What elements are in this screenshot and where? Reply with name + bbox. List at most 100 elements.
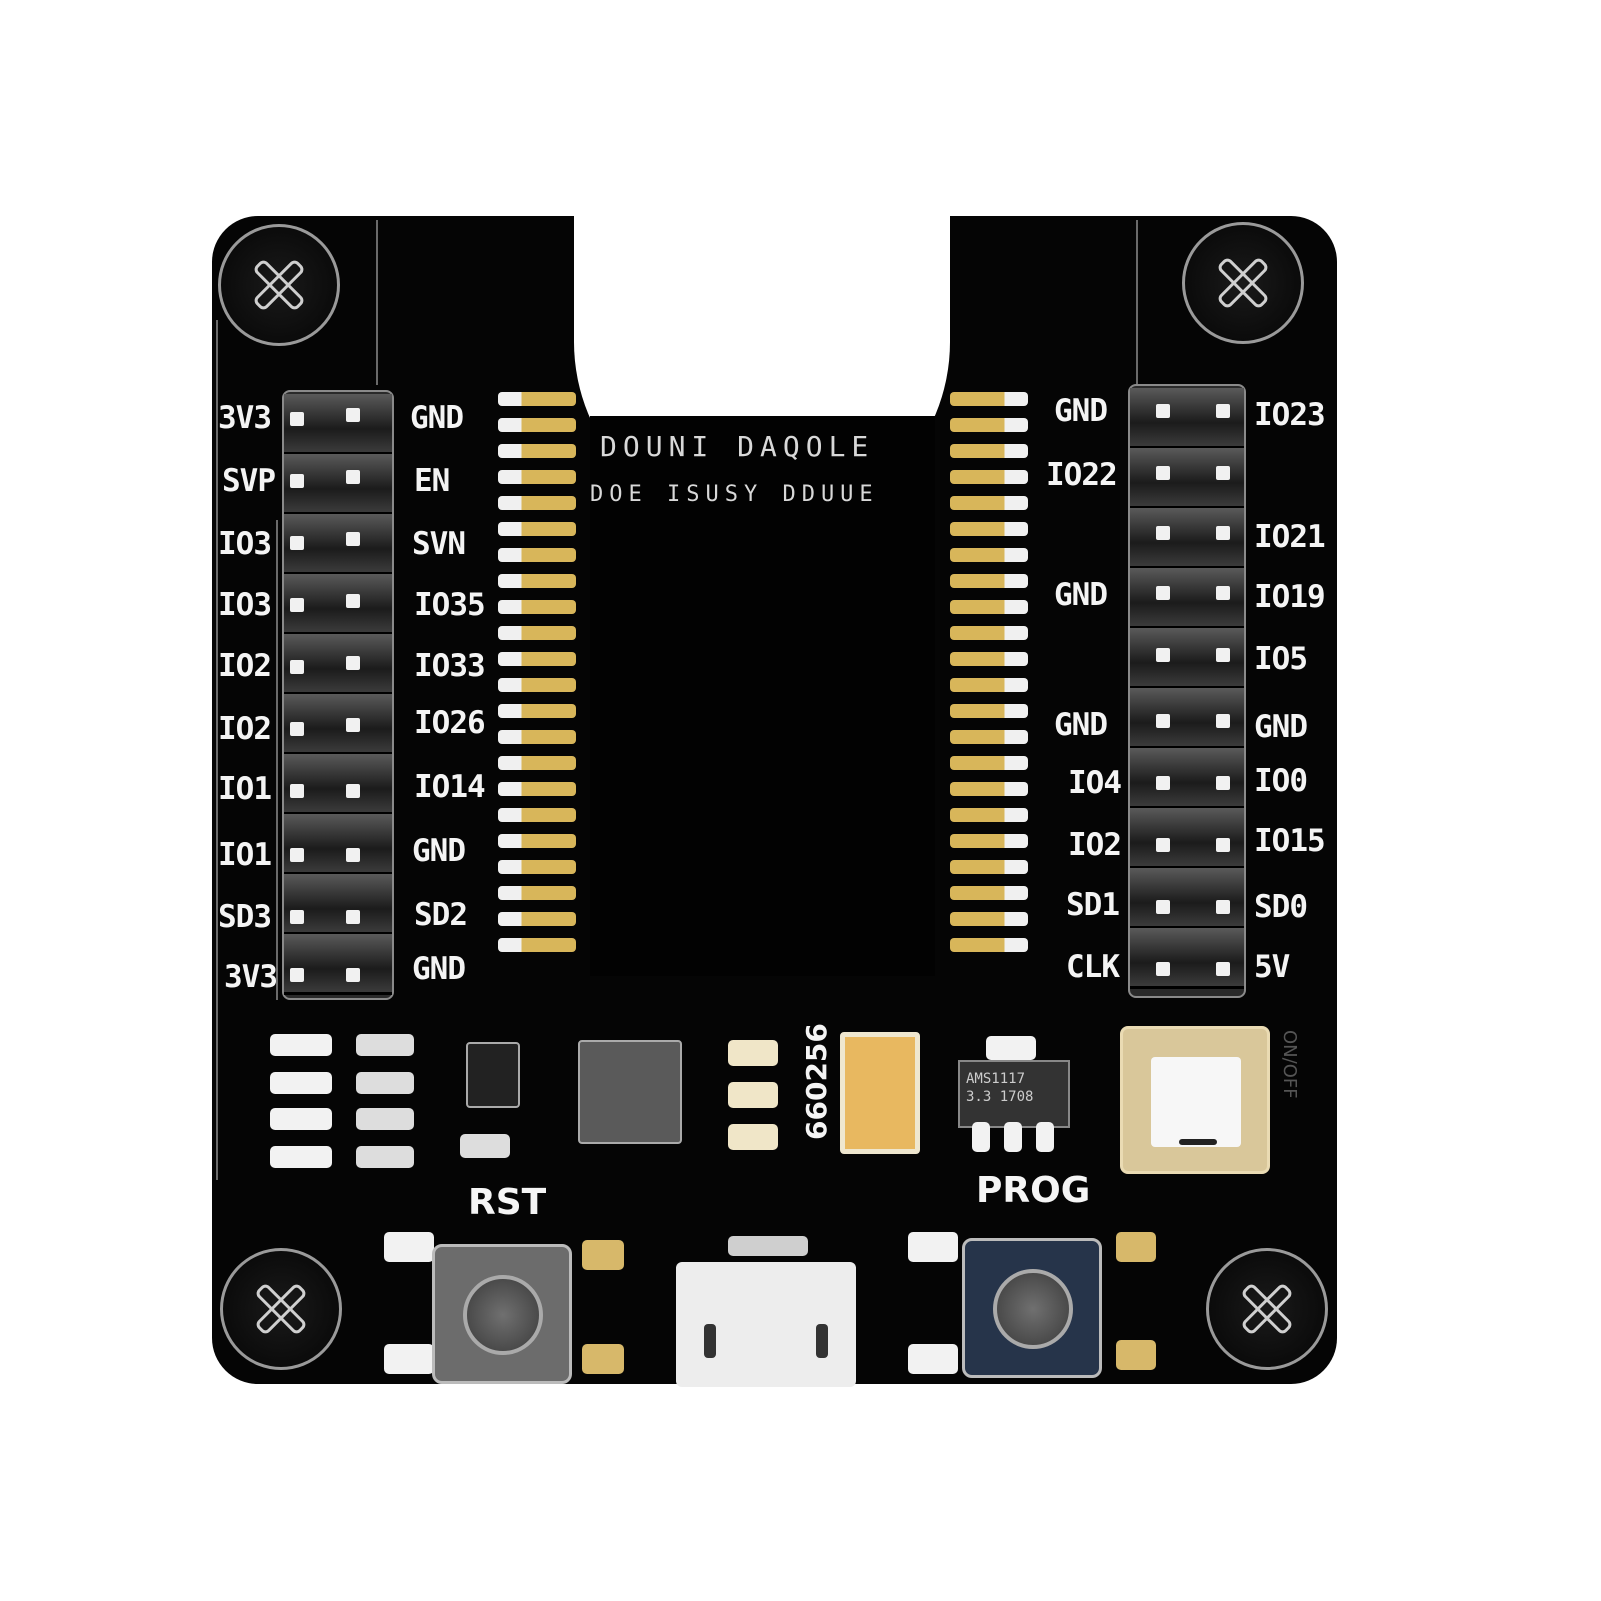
pin-label-right-outer: IO15 bbox=[1254, 823, 1326, 859]
pin-label-left-inner: EN bbox=[414, 463, 450, 499]
pin-label-right-outer: IO19 bbox=[1254, 579, 1326, 615]
switch-label: ON/OFF bbox=[1279, 1030, 1300, 1099]
program-button-cap[interactable] bbox=[993, 1269, 1073, 1349]
smd-capacitor bbox=[728, 1124, 778, 1150]
pin-label-left-inner: SD2 bbox=[414, 897, 468, 933]
pin-label-left-outer: SD3 bbox=[218, 899, 272, 935]
screw-cross-icon bbox=[239, 1267, 324, 1352]
board-notch-top bbox=[574, 150, 950, 230]
left-pin-header bbox=[282, 390, 394, 1000]
pin-label-left-outer: IO3 bbox=[218, 587, 272, 623]
pin-label-right-inner: GND bbox=[1054, 577, 1108, 613]
smd-component bbox=[460, 1134, 510, 1158]
smd-capacitor bbox=[728, 1040, 778, 1066]
button-pad bbox=[1116, 1340, 1156, 1370]
pin-label-left-inner: IO33 bbox=[414, 648, 486, 684]
program-button-label: PROG bbox=[976, 1170, 1091, 1211]
pin-label-right-outer: IO21 bbox=[1254, 519, 1326, 555]
pin-label-left-outer: 3V3 bbox=[218, 400, 272, 436]
pin-label-right-outer: SD0 bbox=[1254, 889, 1308, 925]
trace-line bbox=[216, 320, 218, 1180]
pin-label-left-outer: IO3 bbox=[218, 526, 272, 562]
pin-label-left-outer: IO2 bbox=[218, 648, 272, 684]
module-text-line1: DOUNI DAQOLE bbox=[600, 430, 875, 463]
screw-cross-icon bbox=[237, 243, 322, 328]
small-ic bbox=[466, 1042, 520, 1108]
pin-label-left-inner: IO14 bbox=[414, 769, 486, 805]
usb-pins bbox=[728, 1236, 808, 1256]
mounting-screw-top-left bbox=[218, 224, 340, 346]
button-pad bbox=[582, 1240, 624, 1270]
screw-cross-icon bbox=[1225, 1267, 1310, 1352]
screw-cross-icon bbox=[1201, 241, 1286, 326]
pin-label-right-inner: SD1 bbox=[1066, 887, 1120, 923]
pin-label-right-outer: IO5 bbox=[1254, 641, 1308, 677]
pogo-pins-right bbox=[950, 392, 1028, 964]
pin-label-right-inner: IO4 bbox=[1068, 765, 1122, 801]
pin-label-right-inner: GND bbox=[1054, 393, 1108, 429]
usb-uart-chip bbox=[578, 1040, 682, 1144]
smd-component bbox=[356, 1108, 414, 1130]
regulator-marking-1: AMS1117 bbox=[966, 1071, 1026, 1087]
trace-line bbox=[1136, 220, 1138, 385]
power-switch-knob[interactable] bbox=[1151, 1057, 1241, 1147]
pin-label-right-inner: IO2 bbox=[1068, 827, 1122, 863]
pin-label-left-inner: GND bbox=[410, 400, 464, 436]
pin-label-right-outer: GND bbox=[1254, 709, 1308, 745]
button-pad bbox=[1116, 1232, 1156, 1262]
button-pad bbox=[908, 1232, 958, 1262]
mounting-screw-bottom-left bbox=[220, 1248, 342, 1370]
pin-label-left-outer: 3V3 bbox=[224, 959, 278, 995]
mounting-screw-bottom-right bbox=[1206, 1248, 1328, 1370]
pin-label-left-inner: GND bbox=[412, 951, 466, 987]
pin-label-left-inner: SVN bbox=[412, 526, 466, 562]
usb-slot-right bbox=[816, 1324, 828, 1358]
pogo-pins-left bbox=[498, 392, 576, 964]
module-socket-area: DOUNI DAQOLE DOE ISUSY DDUUE bbox=[590, 416, 935, 976]
smd-component bbox=[356, 1146, 414, 1168]
button-pad bbox=[908, 1344, 958, 1374]
reset-button-label: RST bbox=[468, 1182, 547, 1223]
smd-resistor bbox=[270, 1034, 332, 1056]
smd-component bbox=[356, 1072, 414, 1094]
power-switch-slot bbox=[1179, 1139, 1217, 1145]
smd-capacitor bbox=[728, 1082, 778, 1108]
pin-label-left-outer: IO1 bbox=[218, 771, 272, 807]
pin-label-right-inner: CLK bbox=[1066, 949, 1120, 985]
capacitor-label: 660256 bbox=[800, 1023, 833, 1140]
smd-resistor bbox=[270, 1072, 332, 1094]
trace-line bbox=[276, 520, 278, 1000]
power-switch[interactable] bbox=[1120, 1026, 1270, 1174]
right-pin-header bbox=[1128, 384, 1246, 998]
smd-component bbox=[356, 1034, 414, 1056]
button-pad bbox=[384, 1344, 434, 1374]
smd-resistor bbox=[270, 1108, 332, 1130]
pin-label-left-inner: IO35 bbox=[414, 587, 486, 623]
reset-button[interactable] bbox=[432, 1244, 572, 1384]
usb-slot-left bbox=[704, 1324, 716, 1358]
reset-button-cap[interactable] bbox=[463, 1275, 543, 1355]
smd-resistor bbox=[270, 1146, 332, 1168]
regulator-marking-2: 3.3 1708 bbox=[966, 1089, 1034, 1105]
mounting-screw-top-right bbox=[1182, 222, 1304, 344]
pin-label-left-inner: IO26 bbox=[414, 705, 486, 741]
tantalum-capacitor bbox=[840, 1032, 920, 1154]
program-button[interactable] bbox=[962, 1238, 1102, 1378]
pin-label-left-outer: SVP bbox=[222, 463, 276, 499]
trace-line bbox=[376, 220, 378, 385]
pin-label-right-inner: GND bbox=[1054, 707, 1108, 743]
pin-label-right-outer: IO23 bbox=[1254, 397, 1326, 433]
regulator-pin bbox=[972, 1122, 990, 1152]
button-pad bbox=[384, 1232, 434, 1262]
regulator-tab bbox=[986, 1036, 1036, 1060]
pin-label-right-outer: 5V bbox=[1254, 949, 1290, 985]
pin-label-right-outer: IO0 bbox=[1254, 763, 1308, 799]
module-text-line2: DOE ISUSY DDUUE bbox=[590, 482, 879, 507]
voltage-regulator: AMS1117 3.3 1708 bbox=[958, 1060, 1070, 1128]
button-pad bbox=[582, 1344, 624, 1374]
micro-usb-port[interactable] bbox=[676, 1262, 856, 1387]
pin-label-left-outer: IO2 bbox=[218, 711, 272, 747]
pin-label-right-inner: IO22 bbox=[1046, 457, 1118, 493]
pin-label-left-inner: GND bbox=[412, 833, 466, 869]
regulator-pin bbox=[1036, 1122, 1054, 1152]
